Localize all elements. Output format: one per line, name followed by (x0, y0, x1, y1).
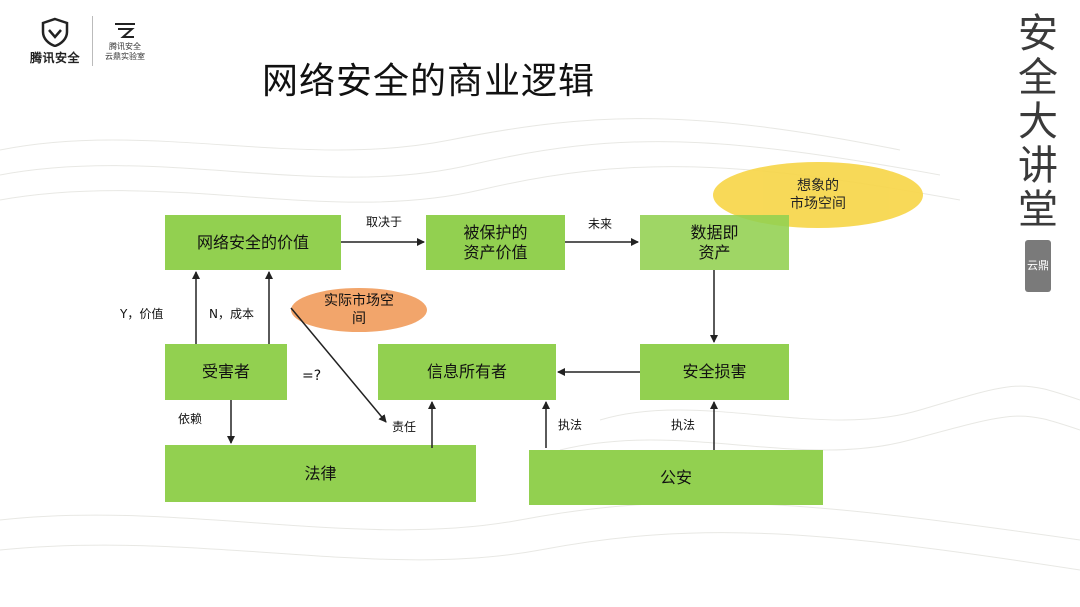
tencent-security-logo: 腾讯安全 腾讯安全 云鼎实验室 (30, 16, 145, 66)
calligraphy-char: 全 (1018, 55, 1058, 101)
label-yes-value: Y，价值 (120, 307, 164, 321)
yunding-icon (115, 23, 136, 38)
logo-brand-text: 腾讯安全 (30, 50, 81, 65)
seal-stamp: 云鼎 (1025, 240, 1051, 292)
calligraphy-char: 讲 (1018, 143, 1058, 189)
ellipse-imagined-market-label: 想象的 市场空间 (790, 178, 846, 212)
ellipse-actual-market: 实际市场空 间 (291, 288, 427, 332)
box-data-asset-label: 数据即 资产 (690, 222, 739, 262)
calligraphy-char: 堂 (1018, 187, 1058, 233)
label-enforce-owner: 执法 (558, 418, 583, 432)
box-police: 公安 (529, 450, 823, 505)
box-data-asset: 数据即 资产 (640, 215, 789, 270)
box-police-label: 公安 (659, 467, 692, 487)
label-depends-on: 取决于 (366, 215, 403, 229)
logo-sub: 腾讯安全 云鼎实验室 (105, 20, 145, 62)
box-info-owner-label: 信息所有者 (426, 362, 507, 381)
box-victim-label: 受害者 (201, 362, 250, 381)
logo-sub-line2: 云鼎实验室 (105, 52, 146, 61)
label-liability: 责任 (392, 420, 417, 434)
box-law-label: 法律 (304, 463, 337, 483)
calligraphy-char: 安 (1018, 11, 1058, 57)
logo-divider (92, 16, 94, 66)
shield-icon (41, 17, 69, 47)
box-info-owner: 信息所有者 (378, 344, 556, 400)
box-victim: 受害者 (165, 344, 287, 400)
label-equals-question: =? (302, 368, 322, 384)
label-enforce-loss: 执法 (671, 418, 696, 432)
box-law: 法律 (165, 445, 476, 502)
logo-sub-line1: 腾讯安全 (109, 42, 142, 51)
label-no-cost: N，成本 (209, 307, 254, 321)
calligraphy-char: 大 (1018, 99, 1058, 145)
logo-main: 腾讯安全 (30, 17, 80, 66)
box-protected-asset-label: 被保护的 资产价值 (463, 222, 528, 262)
page-title: 网络安全的商业逻辑 (262, 61, 596, 102)
calligraphy-column: 安 全 大 讲 堂 云鼎 (1010, 12, 1066, 292)
box-protected-asset: 被保护的 资产价值 (426, 215, 565, 270)
box-security-value-label: 网络安全的价值 (196, 232, 309, 252)
box-security-loss: 安全损害 (640, 344, 789, 400)
box-security-loss-label: 安全损害 (682, 362, 747, 381)
label-relies: 依赖 (178, 412, 203, 426)
ellipse-actual-market-label: 实际市场空 间 (324, 293, 394, 327)
box-security-value: 网络安全的价值 (165, 215, 341, 270)
label-future: 未来 (588, 217, 613, 231)
